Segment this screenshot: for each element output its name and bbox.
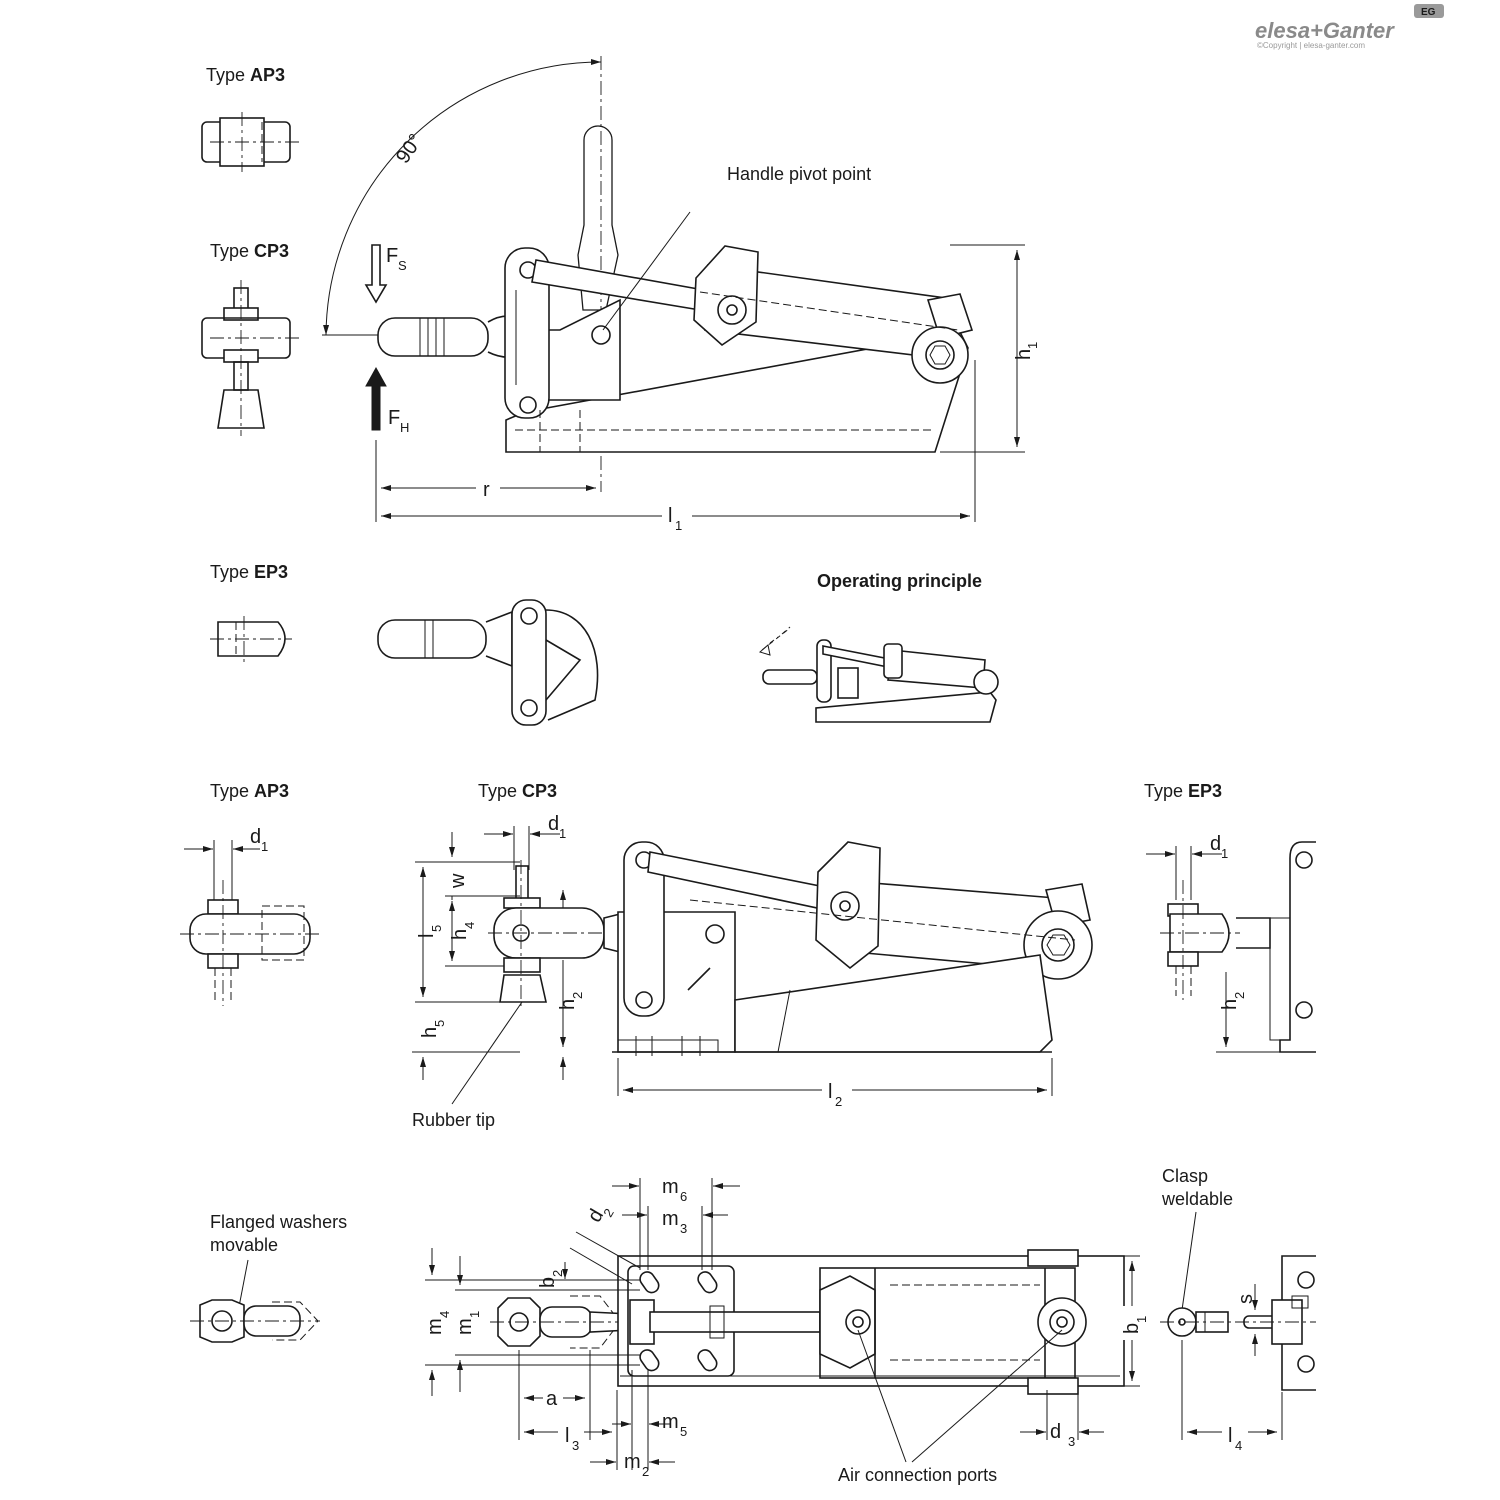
svg-text:2: 2 xyxy=(835,1094,842,1109)
type-cp3-detail-top xyxy=(201,280,300,436)
label-type-ap3-side: Type AP3 xyxy=(210,781,289,801)
brand-badge xyxy=(1414,4,1444,18)
svg-text:h: h xyxy=(1013,349,1035,360)
svg-text:4: 4 xyxy=(437,1311,452,1318)
svg-text:m: m xyxy=(662,1176,679,1198)
svg-text:2: 2 xyxy=(1232,992,1247,999)
label-clasp: Clasp xyxy=(1162,1166,1208,1186)
rubber-tip-leader xyxy=(451,1001,523,1105)
svg-text:h: h xyxy=(419,1027,441,1038)
label-type-cp3-top: Type CP3 xyxy=(210,241,289,261)
svg-text:2: 2 xyxy=(550,1270,565,1277)
svg-text:5: 5 xyxy=(429,925,444,932)
svg-text:1: 1 xyxy=(1134,1316,1149,1323)
label-operating-principle: Operating principle xyxy=(817,571,982,591)
type-ep3-side-detail: d 1 h2 xyxy=(1146,833,1316,1053)
middle-view: Type EP3 Operating principle xyxy=(210,562,999,726)
svg-text:d: d xyxy=(548,813,559,835)
svg-text:5: 5 xyxy=(680,1424,687,1439)
svg-text:6: 6 xyxy=(680,1189,687,1204)
svg-text:H: H xyxy=(400,420,409,435)
plan-view-clamp xyxy=(490,1249,1125,1395)
brand-copyright: ©Copyright | elesa-ganter.com xyxy=(1257,41,1365,50)
svg-text:h: h xyxy=(557,999,579,1010)
label-type-ap3-top: Type AP3 xyxy=(206,65,285,85)
svg-text:m: m xyxy=(624,1451,641,1473)
type-ep3-end-detail xyxy=(210,616,292,662)
svg-text:d: d xyxy=(1050,1421,1061,1443)
svg-text:S: S xyxy=(398,258,407,273)
svg-text:1: 1 xyxy=(1025,342,1040,349)
svg-text:3: 3 xyxy=(1068,1434,1075,1449)
svg-text:3: 3 xyxy=(680,1221,687,1236)
label-r: r xyxy=(483,479,490,501)
label-weldable: weldable xyxy=(1161,1189,1233,1209)
pivot-leader-line xyxy=(602,211,691,331)
top-view: Type AP3 Type CP3 90° F xyxy=(201,56,1040,533)
svg-text:d: d xyxy=(1210,833,1221,855)
label-handle-pivot-point: Handle pivot point xyxy=(727,164,871,184)
svg-text:h: h xyxy=(1219,999,1241,1010)
brand-name: elesa+Ganter xyxy=(1255,18,1395,43)
svg-text:w: w xyxy=(447,873,469,889)
svg-text:1: 1 xyxy=(1221,846,1228,861)
label-rubber-tip: Rubber tip xyxy=(412,1110,495,1130)
label-flanged-washers: Flanged washers xyxy=(210,1212,347,1232)
type-ap3-detail-top xyxy=(201,112,300,172)
svg-text:s: s xyxy=(1235,1294,1257,1304)
brand-badge-text: EG xyxy=(1421,7,1436,18)
type-ep3-plunger-detail xyxy=(377,599,599,726)
svg-text:1: 1 xyxy=(467,1311,482,1318)
label-h1: h 1 xyxy=(1013,342,1040,360)
brand-logo: elesa+Ganter ©Copyright | elesa-ganter.c… xyxy=(1255,4,1444,50)
svg-text:h: h xyxy=(449,929,471,940)
svg-text:1: 1 xyxy=(675,518,682,533)
side-view: Type AP3 Type CP3 Type EP3 d 1 d 1 xyxy=(180,781,1316,1130)
force-fh-arrow: F H xyxy=(365,366,409,435)
svg-text:F: F xyxy=(386,245,398,267)
svg-text:d: d xyxy=(250,826,261,848)
svg-text:m: m xyxy=(662,1208,679,1230)
operating-principle-sketch xyxy=(758,626,999,723)
svg-text:m: m xyxy=(454,1318,476,1335)
angle-label: 90° xyxy=(392,130,427,167)
svg-text:1: 1 xyxy=(261,839,268,854)
svg-text:l: l xyxy=(1228,1425,1232,1447)
label-movable: movable xyxy=(210,1235,278,1255)
type-ap3-side-detail: d 1 xyxy=(180,826,320,1006)
svg-text:a: a xyxy=(546,1388,558,1410)
label-type-cp3-side: Type CP3 xyxy=(478,781,557,801)
flanged-washers-detail xyxy=(190,1299,320,1343)
svg-text:2: 2 xyxy=(642,1464,649,1479)
svg-text:4: 4 xyxy=(462,922,477,929)
force-fs-arrow: F S xyxy=(364,244,407,304)
svg-text:m: m xyxy=(424,1318,446,1335)
svg-text:1: 1 xyxy=(559,826,566,841)
svg-text:2: 2 xyxy=(570,992,585,999)
clamp-body-top xyxy=(504,245,974,453)
svg-text:3: 3 xyxy=(572,1438,579,1453)
label-type-ep3-side: Type EP3 xyxy=(1144,781,1222,801)
label-l1: l xyxy=(668,505,672,527)
svg-text:b: b xyxy=(537,1277,559,1288)
svg-text:F: F xyxy=(388,407,400,429)
svg-text:5: 5 xyxy=(432,1020,447,1027)
plan-bottom-dims: a l 3 m 5 m 2 d 3 Air connection por xyxy=(518,1329,1104,1485)
label-l2: l xyxy=(828,1081,832,1103)
type-cp3-side-clamp xyxy=(488,841,1093,1056)
svg-text:l: l xyxy=(565,1425,569,1447)
svg-text:l: l xyxy=(416,934,438,938)
label-type-ep3-middle: Type EP3 xyxy=(210,562,288,582)
svg-text:b: b xyxy=(1121,1323,1143,1334)
angle-arc-90 xyxy=(323,59,602,336)
svg-text:m: m xyxy=(662,1411,679,1433)
svg-text:4: 4 xyxy=(1235,1438,1242,1453)
label-air-connection-ports: Air connection ports xyxy=(838,1465,997,1485)
plunger-top xyxy=(377,315,519,358)
ep3-plan-detail: s l 4 xyxy=(1160,1255,1316,1453)
plan-view: Flanged washers movable Clasp weldable xyxy=(190,1166,1316,1485)
